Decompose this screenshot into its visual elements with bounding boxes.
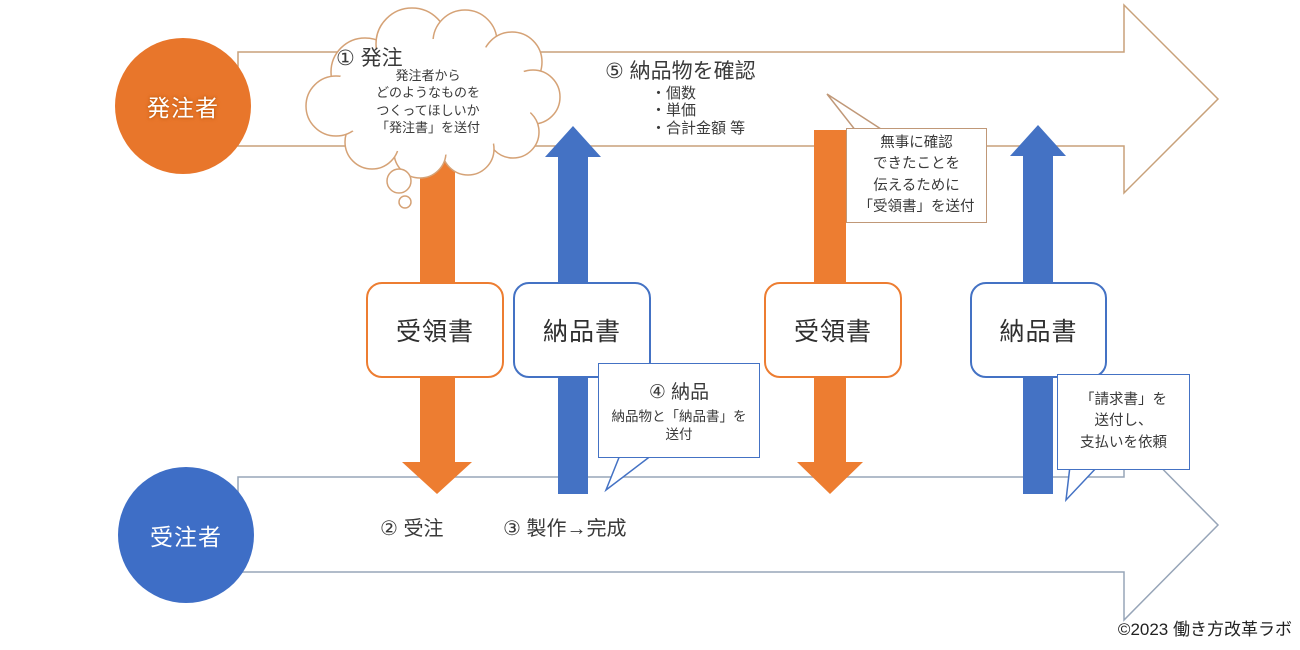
doc-box-receipt-1-label: 受領書 [395, 318, 474, 346]
doc-box-receipt-2-label: 受領書 [793, 318, 872, 346]
step4-callout: ④ 納品 納品物と「納品書」を 送付 [598, 363, 760, 458]
step3-title: ③ 製作→完成 [503, 518, 627, 540]
actor-orderer-label: 発注者 [147, 95, 219, 121]
copyright-notice: ©2023 働き方改革ラボ [1117, 620, 1292, 639]
doc-box-receipt-2: 受領書 [764, 282, 902, 378]
step4-title: ④ 納品 [648, 382, 710, 404]
actor-orderer-circle: 発注者 [115, 38, 251, 174]
doc-box-delivery-2: 納品書 [970, 282, 1107, 378]
doc-box-receipt-1: 受領書 [366, 282, 504, 378]
cloud-trail-bubble-large [386, 168, 412, 194]
actor-contractor-circle: 受注者 [118, 467, 254, 603]
doc-box-delivery-2-label: 納品書 [999, 318, 1078, 346]
step5-bullets: ・個数 ・単価 ・合計金額 等 [651, 85, 746, 137]
receipt-callout-text: 無事に確認 できたことを 伝えるために 「受領書」を送付 [858, 135, 975, 215]
actor-contractor-label: 受注者 [150, 524, 222, 550]
thought-cloud [305, 7, 561, 209]
receipt-callout: 無事に確認 できたことを 伝えるために 「受領書」を送付 [846, 128, 987, 223]
invoice-callout-text: 「請求書」を 送付し、 支払いを依頼 [1080, 392, 1167, 451]
step2-title: ② 受注 [380, 518, 444, 540]
cloud-trail-bubble-small [398, 195, 412, 209]
step1-title: ① 発注 [336, 47, 403, 70]
step1-body: 発注者から どのようなものを つくってほしいか 「発注書」を送付 [375, 68, 480, 135]
invoice-callout: 「請求書」を 送付し、 支払いを依頼 [1057, 374, 1190, 470]
doc-box-delivery-1: 納品書 [513, 282, 651, 378]
doc-box-delivery-1-label: 納品書 [542, 318, 621, 346]
step4-body: 納品物と「納品書」を 送付 [611, 409, 747, 442]
step5-title: ⑤ 納品物を確認 [605, 60, 756, 83]
